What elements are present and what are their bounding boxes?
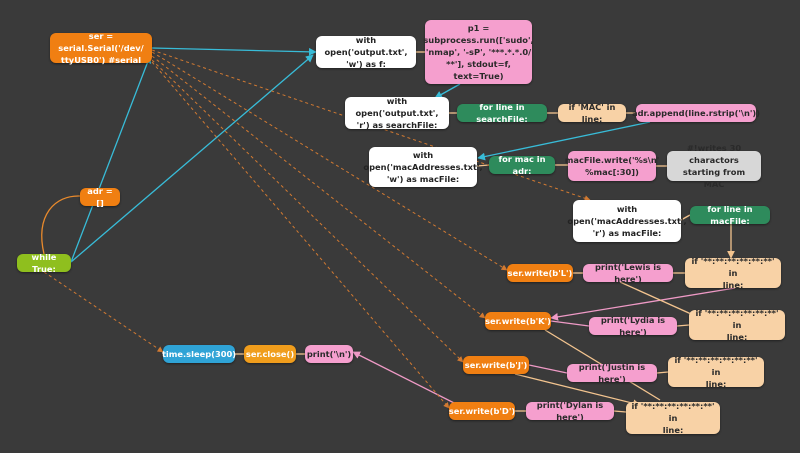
node-while-true[interactable]: while True: — [17, 252, 71, 274]
node-adr-init[interactable]: adr = [] — [80, 186, 120, 208]
node-if-mac[interactable]: if 'MAC' in line: — [558, 102, 626, 124]
edge-append-to-openmac — [477, 121, 651, 161]
edge-printD-to-printnl — [352, 351, 471, 412]
edge-J-chain2 — [656, 371, 669, 374]
node-write-L[interactable]: ser.write(b'L') — [507, 264, 573, 282]
edge-dash-serial-K — [151, 55, 486, 319]
node-write-K[interactable]: ser.write(b'K') — [485, 312, 551, 330]
node-for-searchfile[interactable]: for line in searchFile: — [457, 102, 547, 124]
edge-writeJ-to-ifD — [514, 373, 641, 408]
node-serial[interactable]: ser = serial.Serial('/dev/ ttyUSB0') #se… — [50, 31, 152, 65]
edge-J-chain — [528, 364, 568, 374]
node-write-D[interactable]: ser.write(b'D') — [449, 402, 515, 420]
edge-serial-to-open — [151, 47, 317, 56]
edge-D-chain2 — [613, 410, 627, 413]
node-adr-append[interactable]: adr.append(line.rstrip('\n')) — [632, 104, 760, 122]
node-print-dylan[interactable]: print('Dylan is here') — [526, 400, 614, 422]
node-p1-subprocess[interactable]: p1 = subprocess.run(['sudo', 'nmap', '-s… — [423, 20, 534, 84]
node-print-justin[interactable]: print('Justin is here') — [567, 362, 657, 384]
edge-printL-to-ifK — [619, 281, 701, 319]
node-if-L[interactable]: if '**:**:**:**:**:**' in line: — [685, 256, 781, 290]
node-for-mac[interactable]: for mac in adr: — [489, 154, 555, 176]
edge-dash-serial-J — [151, 59, 464, 363]
node-comment[interactable]: #!writes 30 charactors starting from MAC — [667, 143, 761, 189]
node-open-output-read[interactable]: with open('output.txt', 'r') as searchFi… — [345, 96, 449, 130]
edge-K-chain — [550, 320, 590, 327]
node-open-output-write[interactable]: with open('output.txt', 'w') as f: — [316, 35, 416, 69]
edge-dash-serial-openmac — [151, 49, 591, 202]
edge-openmacr-to-formacfile — [680, 214, 691, 221]
node-if-K[interactable]: if '**:**:**:**:**:**' in line: — [689, 308, 785, 342]
edge-dash-while-sleep — [43, 271, 164, 353]
node-if-D[interactable]: if '**:**:**:**:**:**' in line: — [626, 401, 720, 435]
edge-while-to-adr — [41, 195, 81, 255]
node-open-mac-write[interactable]: with open('macAddresses.txt', 'w') as ma… — [363, 147, 483, 187]
node-macfile-write[interactable]: macFile.write('%s\n' %mac[:30]) — [565, 151, 659, 181]
edge-ifL-to-writeK — [550, 287, 736, 321]
node-print-lewis[interactable]: print('Lewis is here') — [583, 262, 673, 284]
edge-dash-serial-D — [151, 61, 450, 409]
node-print-lydia[interactable]: print('Lydia is here') — [589, 315, 677, 337]
edge-while-to-serial — [70, 55, 152, 263]
node-open-mac-read[interactable]: with open('macAddresses.txt', 'r') as ma… — [567, 200, 687, 242]
node-if-J[interactable]: if '**:**:**:**:**:**' in line: — [668, 355, 764, 389]
node-print-newline[interactable]: print('\n') — [305, 345, 353, 363]
node-time-sleep[interactable]: time.sleep(300) — [162, 345, 236, 363]
node-for-macfile[interactable]: for line in macFile: — [690, 204, 770, 226]
node-ser-close[interactable]: ser.close() — [244, 345, 296, 363]
edge-p1-to-openr — [434, 83, 461, 99]
edge-K-chain2 — [676, 324, 690, 327]
edge-while-to-open — [70, 54, 314, 263]
node-write-J[interactable]: ser.write(b'J') — [463, 356, 529, 374]
